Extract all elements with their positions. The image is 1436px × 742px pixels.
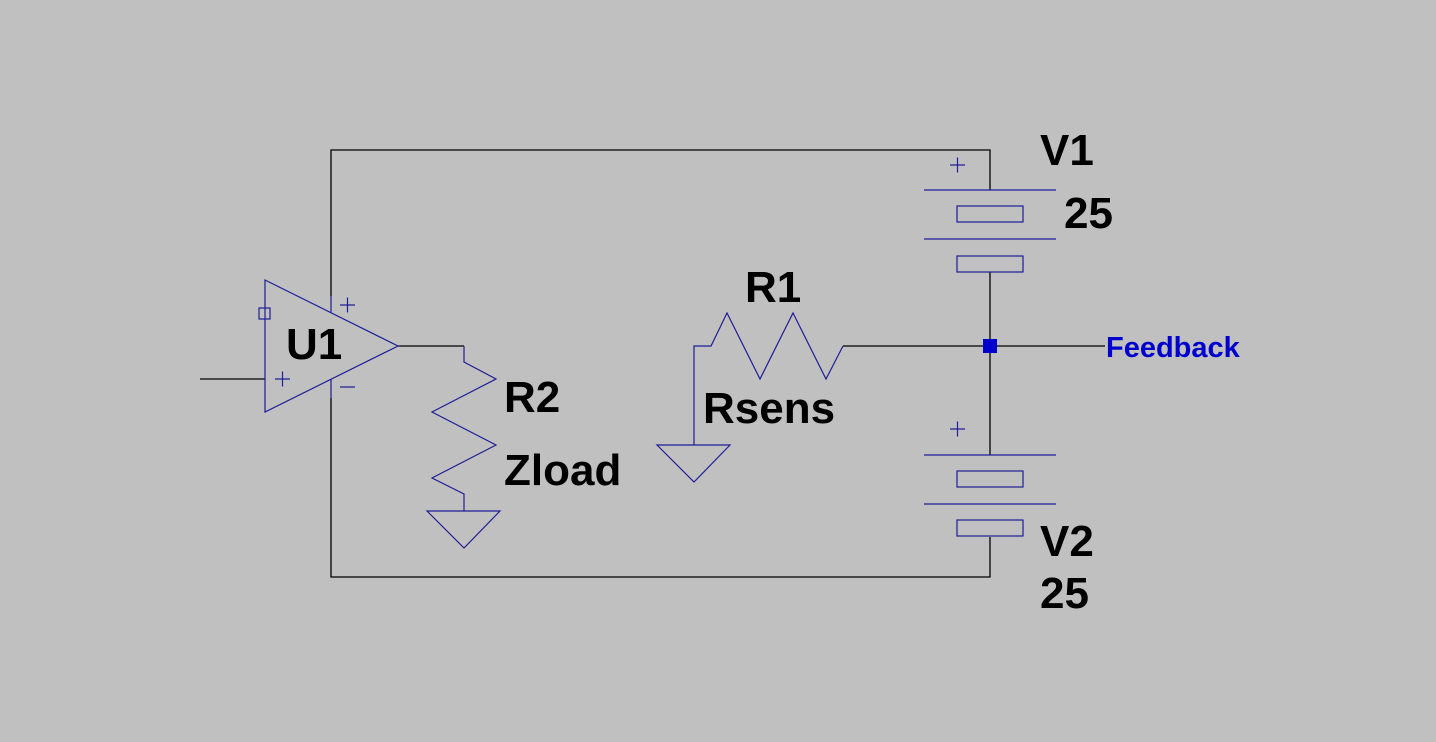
v1-cell-1 (956, 205, 1024, 223)
wire-negative-rail (330, 398, 991, 578)
r1-ref-label: R1 (745, 263, 801, 312)
ground-symbol-r1 (655, 444, 732, 483)
opamp-supply-plus-sign (340, 297, 355, 313)
opamp-input-plus-sign (275, 371, 290, 387)
wire-positive-rail (330, 149, 991, 296)
v1-value-label: 25 (1064, 189, 1113, 238)
r2-value-label: Zload (504, 446, 621, 495)
resistor-r1[interactable]: R1 Rsens (693, 263, 844, 445)
wires (200, 149, 1105, 578)
r2-body (430, 346, 498, 511)
v1-ref-label: V1 (1040, 126, 1094, 175)
r1-body (693, 311, 844, 445)
opamp-u1[interactable]: U1 (258, 279, 400, 413)
junction-dot (983, 339, 997, 353)
feedback-net-label[interactable]: Feedback (1106, 332, 1241, 364)
v2-cell-2 (956, 519, 1024, 537)
v1-plus-sign (950, 157, 965, 173)
ground-symbol-r2 (425, 510, 502, 549)
v1-cell-2 (956, 255, 1024, 273)
v2-value-label: 25 (1040, 569, 1089, 618)
resistor-r2[interactable]: R2 Zload (430, 346, 621, 511)
opamp-ref-label: U1 (286, 320, 342, 369)
opamp-pin1-marker (258, 307, 271, 320)
v2-plus-sign (950, 421, 965, 437)
r2-ref-label: R2 (504, 373, 560, 422)
v2-ref-label: V2 (1040, 517, 1094, 566)
v2-cell-1 (956, 470, 1024, 488)
voltage-source-v2[interactable]: V2 25 (924, 421, 1094, 619)
r1-value-label: Rsens (703, 384, 835, 433)
voltage-source-v1[interactable]: V1 25 (924, 126, 1113, 273)
